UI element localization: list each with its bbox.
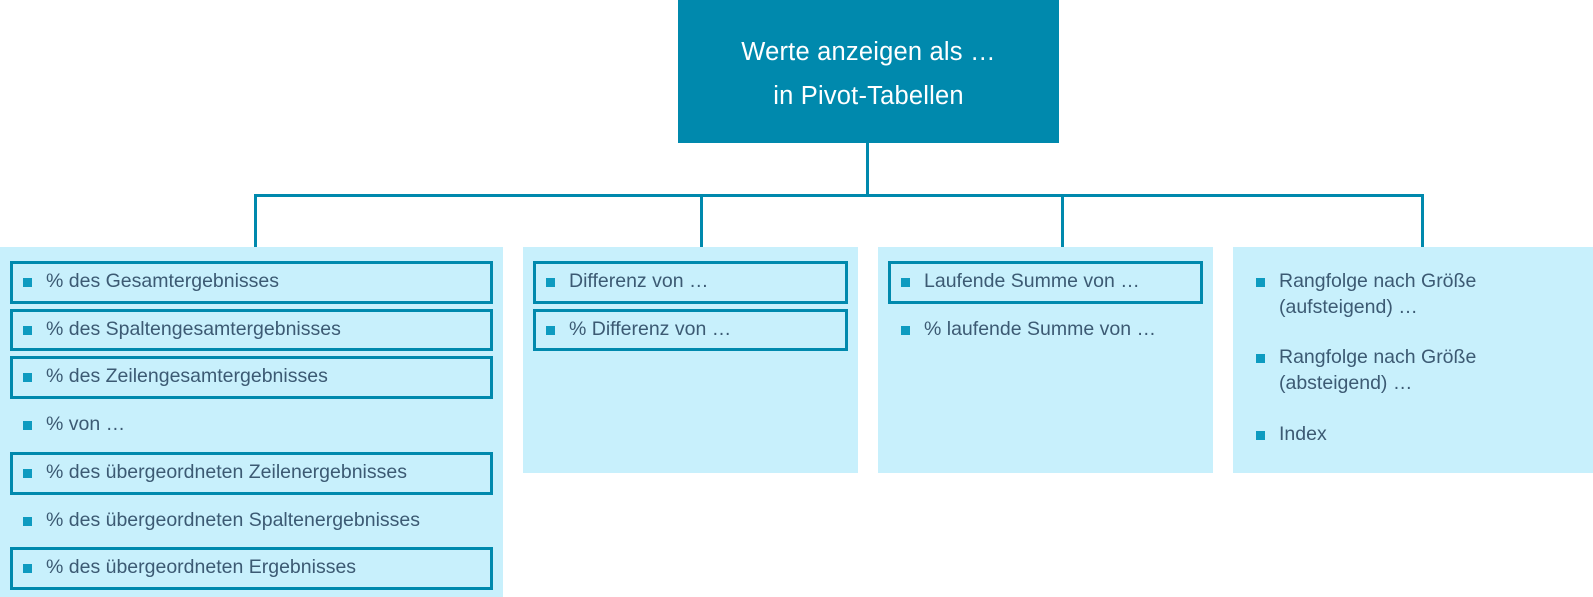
list-item-label: % des übergeordneten Zeilenergebnisses bbox=[46, 460, 407, 483]
column-panel-3: Laufende Summe von … % laufende Summe von… bbox=[878, 247, 1213, 473]
list-item[interactable]: % von … bbox=[10, 404, 493, 447]
square-bullet-icon bbox=[546, 278, 555, 287]
list-item-label: Rangfolge nach Größe (aufsteigend) … bbox=[1279, 270, 1477, 318]
list-item-label: % des Spaltengesamtergebnisses bbox=[46, 317, 341, 340]
list-item-label: Index bbox=[1279, 422, 1327, 445]
list-item-label: % von … bbox=[46, 413, 126, 436]
connector-drop-column-2 bbox=[700, 194, 703, 247]
square-bullet-icon bbox=[23, 516, 32, 526]
square-bullet-icon bbox=[23, 373, 32, 383]
list-item[interactable]: % des Spaltengesamtergebnisses bbox=[10, 308, 493, 352]
root-node: Werte anzeigen als … in Pivot-Tabellen bbox=[678, 0, 1059, 143]
list-item-label: % des Gesamtergebnisses bbox=[46, 270, 280, 292]
list-item[interactable]: Rangfolge nach Größe (aufsteigend) … bbox=[1243, 261, 1583, 329]
connector-stem bbox=[866, 143, 869, 196]
list-item-label: % Differenz von … bbox=[569, 317, 732, 340]
square-bullet-icon bbox=[1256, 354, 1265, 364]
list-item[interactable]: Rangfolge nach Größe (absteigend) … bbox=[1243, 337, 1583, 405]
square-bullet-icon bbox=[23, 564, 32, 574]
root-title-line-1: Werte anzeigen als … bbox=[741, 38, 996, 67]
square-bullet-icon bbox=[23, 325, 32, 335]
square-bullet-icon bbox=[1256, 430, 1265, 440]
list-item[interactable]: % des Zeilengesamtergebnisses bbox=[10, 356, 493, 400]
square-bullet-icon bbox=[546, 325, 555, 335]
list-item[interactable]: % des übergeordneten Zeilenergebnisses bbox=[10, 451, 493, 495]
list-item-label: % des übergeordneten Ergebnisses bbox=[46, 556, 357, 579]
list-item-label: Laufende Summe von … bbox=[924, 270, 1140, 292]
connector-drop-column-1 bbox=[254, 194, 257, 247]
square-bullet-icon bbox=[901, 278, 910, 287]
square-bullet-icon bbox=[23, 421, 32, 431]
square-bullet-icon bbox=[23, 278, 32, 287]
root-title-line-2: in Pivot-Tabellen bbox=[773, 81, 964, 110]
column-panel-4: Rangfolge nach Größe (aufsteigend) … Rang… bbox=[1233, 247, 1593, 473]
square-bullet-icon bbox=[1256, 278, 1265, 287]
list-item[interactable]: Differenz von … bbox=[533, 261, 848, 304]
column-panel-2: Differenz von … % Differenz von … bbox=[523, 247, 858, 473]
list-item-label: Rangfolge nach Größe (absteigend) … bbox=[1279, 346, 1477, 395]
list-item[interactable]: % des übergeordneten Spaltenergebnisses bbox=[10, 500, 493, 543]
list-item-label: Differenz von … bbox=[569, 270, 709, 292]
list-item[interactable]: Laufende Summe von … bbox=[888, 261, 1203, 304]
connector-drop-column-3 bbox=[1061, 194, 1064, 247]
list-item-label: % des Zeilengesamtergebnisses bbox=[46, 365, 328, 388]
list-item[interactable]: % laufende Summe von … bbox=[888, 309, 1203, 352]
list-item-label: % laufende Summe von … bbox=[924, 317, 1156, 340]
list-item[interactable]: Index bbox=[1243, 414, 1583, 457]
column-panel-1: % des Gesamtergebnisses % des Spaltengesa… bbox=[0, 247, 503, 597]
square-bullet-icon bbox=[23, 468, 32, 478]
list-item-label: % des übergeordneten Spaltenergebnisses bbox=[46, 508, 421, 531]
list-item[interactable]: % des übergeordneten Ergebnisses bbox=[10, 547, 493, 591]
connector-horizontal-bus bbox=[254, 194, 1424, 197]
list-item[interactable]: % des Gesamtergebnisses bbox=[10, 261, 493, 304]
connector-drop-column-4 bbox=[1421, 194, 1424, 247]
square-bullet-icon bbox=[901, 325, 910, 335]
list-item[interactable]: % Differenz von … bbox=[533, 308, 848, 352]
